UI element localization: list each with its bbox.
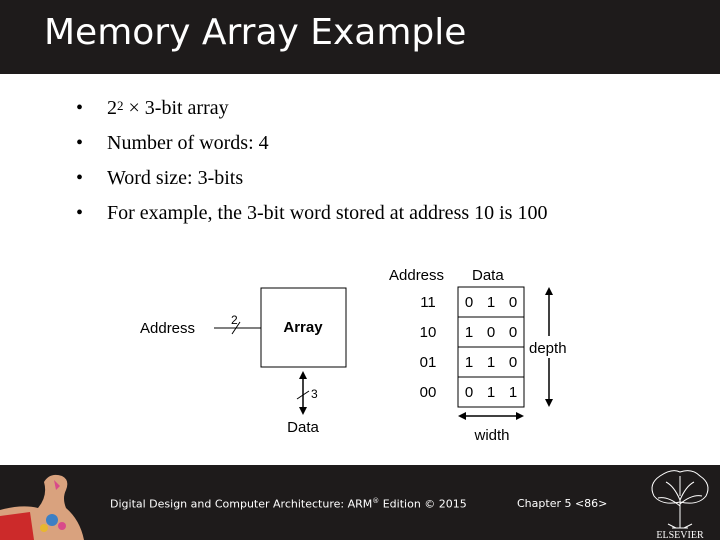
width-label: width bbox=[473, 427, 509, 444]
footer-book-name: Digital Design and Computer Architecture… bbox=[110, 498, 372, 511]
table-data-bit: 0 bbox=[465, 294, 473, 311]
table-data-bit: 0 bbox=[509, 294, 517, 311]
table-header-data: Data bbox=[472, 267, 504, 284]
table-data-bit: 1 bbox=[465, 354, 473, 371]
address-input-label: Address bbox=[140, 320, 195, 337]
depth-label: depth bbox=[529, 340, 567, 357]
table-data-bit: 0 bbox=[509, 324, 517, 341]
table-address-cell: 00 bbox=[420, 384, 437, 401]
elsevier-tree-logo: ELSEVIER bbox=[642, 466, 718, 540]
table-data-bit: 1 bbox=[487, 384, 495, 401]
table-header-address: Address bbox=[389, 267, 444, 284]
table-data-bit: 0 bbox=[509, 354, 517, 371]
array-block-label: Array bbox=[283, 319, 323, 336]
table-data-bit: 1 bbox=[487, 354, 495, 371]
flexed-arm-logo bbox=[0, 468, 95, 540]
data-bus-width: 3 bbox=[311, 387, 318, 401]
table-data-bit: 1 bbox=[465, 324, 473, 341]
footer-book-title: Digital Design and Computer Architecture… bbox=[110, 497, 467, 511]
address-bus-width: 2 bbox=[231, 313, 238, 327]
elsevier-logo-text: ELSEVIER bbox=[656, 530, 704, 540]
data-output-label: Data bbox=[287, 419, 319, 436]
footer-chapter: Chapter 5 <86> bbox=[517, 497, 607, 510]
table-address-cell: 10 bbox=[420, 324, 437, 341]
table-data-bit: 1 bbox=[487, 294, 495, 311]
table-data-bit: 0 bbox=[465, 384, 473, 401]
table-address-cell: 01 bbox=[420, 354, 437, 371]
footer-edition: Edition © 2015 bbox=[379, 498, 467, 511]
table-data-bit: 0 bbox=[487, 324, 495, 341]
table-address-cell: 11 bbox=[420, 294, 436, 311]
table-data-bit: 1 bbox=[509, 384, 517, 401]
